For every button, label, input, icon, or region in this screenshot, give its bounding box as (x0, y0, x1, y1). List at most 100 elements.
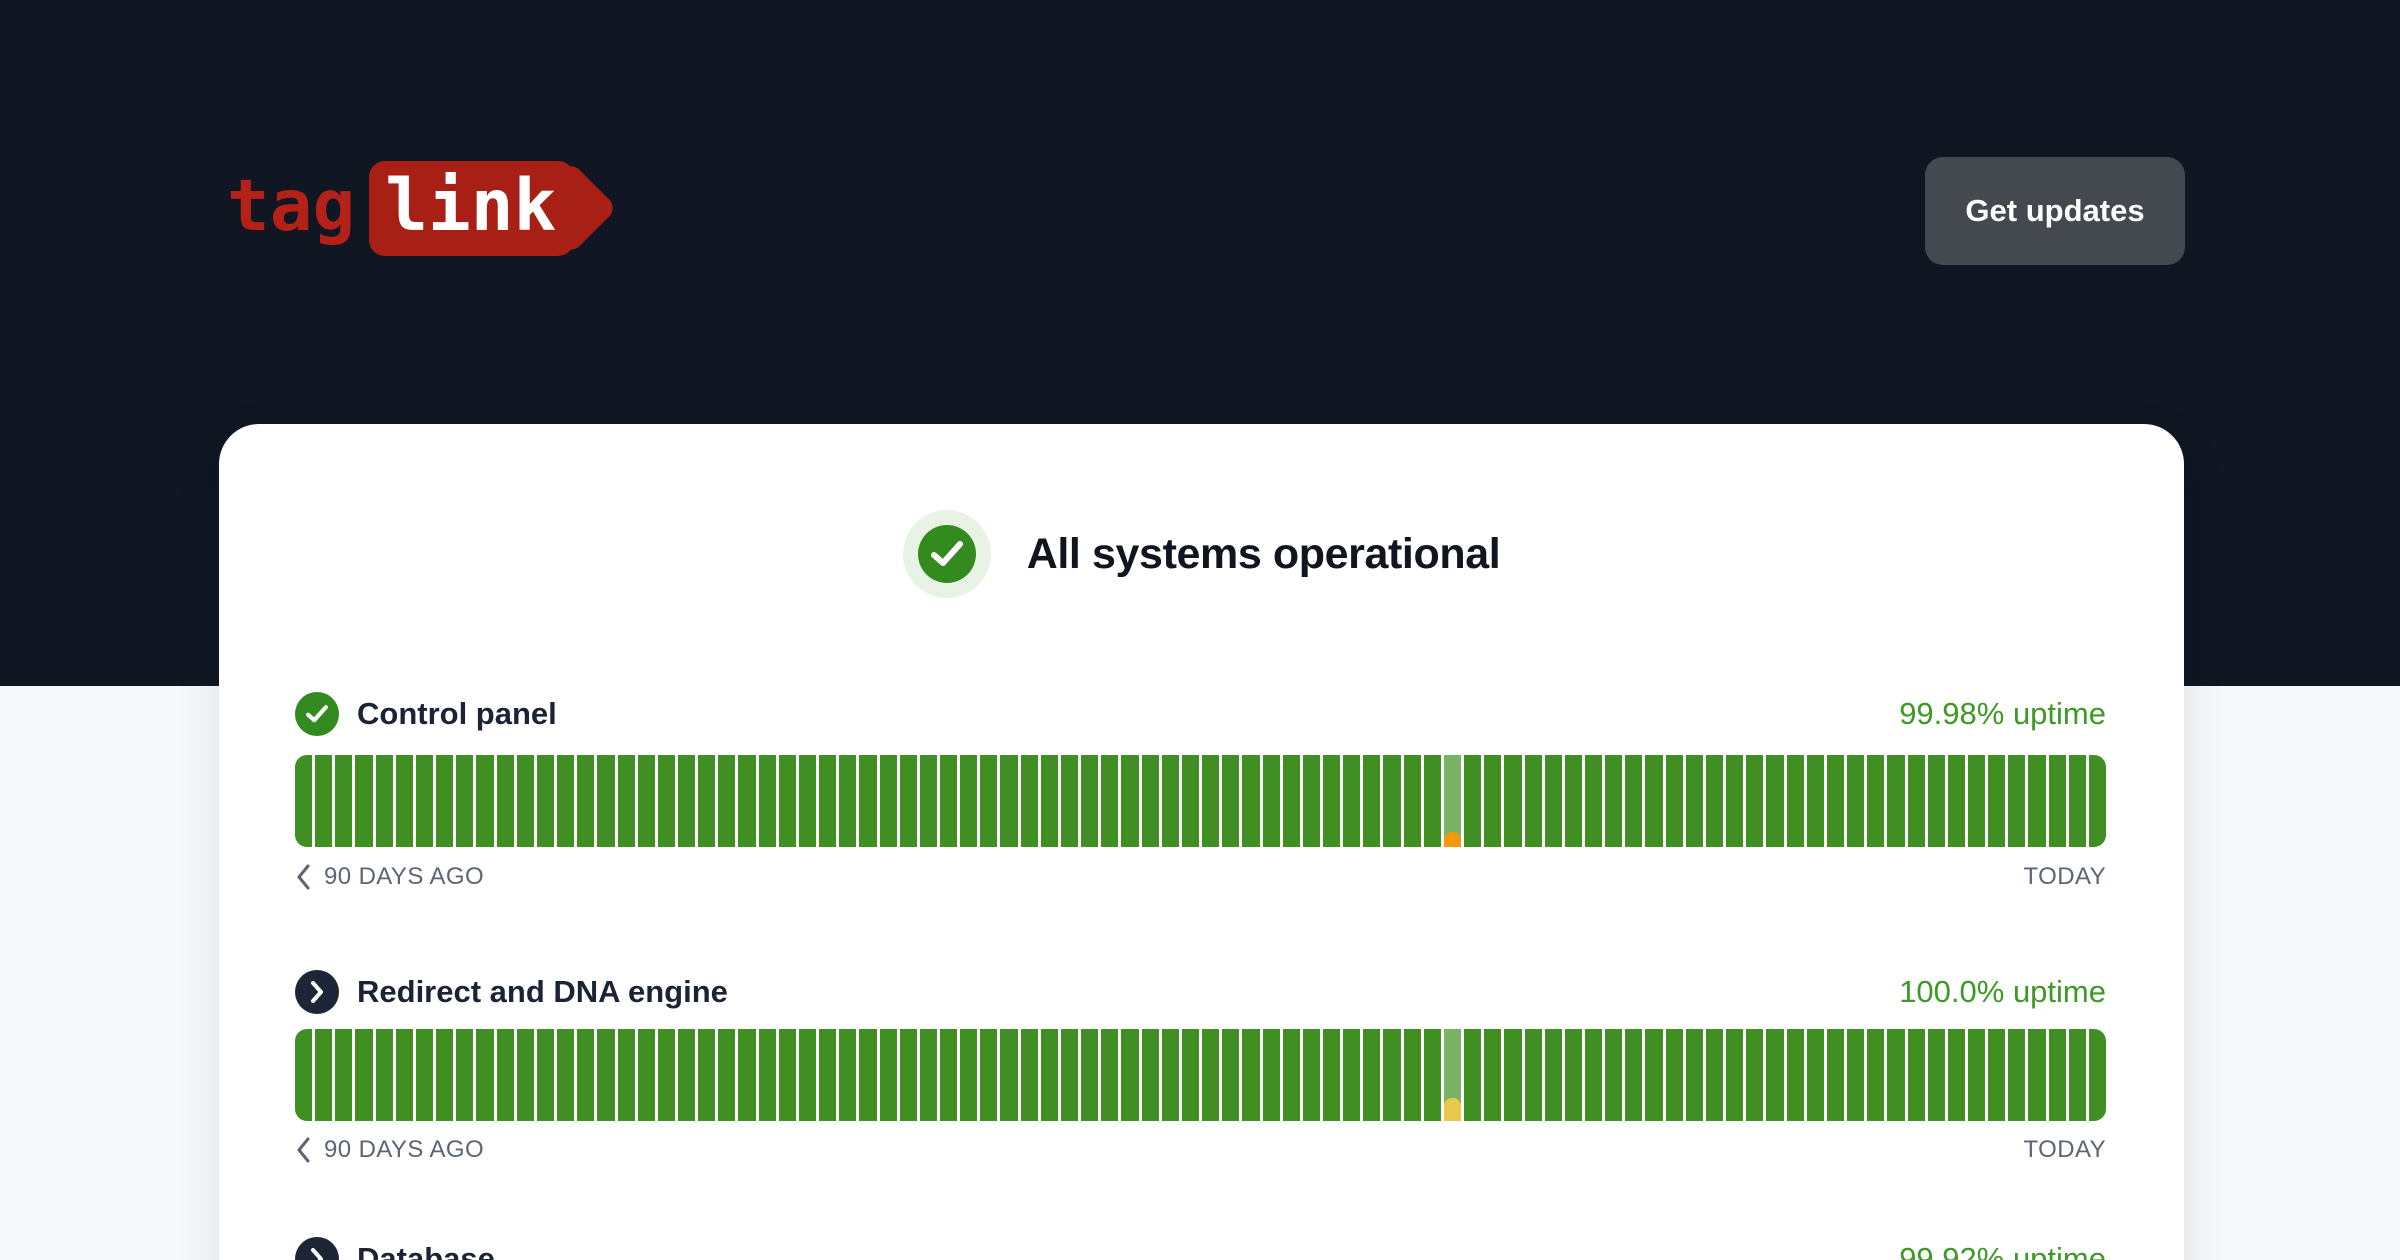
uptime-day-bar[interactable] (940, 1029, 958, 1121)
uptime-day-bar[interactable] (1907, 1029, 1925, 1121)
uptime-day-bar[interactable] (1262, 755, 1280, 847)
uptime-day-bar[interactable] (415, 1029, 434, 1121)
uptime-day-bar[interactable] (1847, 1029, 1865, 1121)
uptime-day-bar[interactable] (1484, 1029, 1502, 1121)
uptime-day-bar[interactable] (1524, 1029, 1542, 1121)
uptime-day-bar[interactable] (839, 1029, 857, 1121)
uptime-day-bar[interactable] (536, 755, 555, 847)
uptime-day-bar[interactable] (778, 1029, 796, 1121)
uptime-day-bar[interactable] (1867, 755, 1885, 847)
uptime-day-bar[interactable] (456, 755, 474, 847)
uptime-day-bar[interactable] (1222, 755, 1240, 847)
uptime-day-bar[interactable] (1060, 1029, 1079, 1121)
uptime-day-bar[interactable] (2048, 1029, 2066, 1121)
uptime-day-bar[interactable] (557, 1029, 575, 1121)
uptime-day-bar[interactable] (2068, 1029, 2086, 1121)
uptime-day-bar[interactable] (436, 755, 454, 847)
uptime-day-bar[interactable] (1322, 755, 1341, 847)
uptime-day-bar[interactable] (536, 1029, 555, 1121)
uptime-day-bar[interactable] (1927, 1029, 1945, 1121)
uptime-day-bar[interactable] (1927, 755, 1945, 847)
uptime-day-bar[interactable] (899, 1029, 917, 1121)
uptime-day-bar[interactable] (1806, 1029, 1824, 1121)
uptime-day-bar[interactable] (1403, 1029, 1421, 1121)
uptime-day-bar[interactable] (1685, 755, 1703, 847)
uptime-day-bar[interactable] (1202, 755, 1220, 847)
uptime-day-bar[interactable] (577, 1029, 595, 1121)
uptime-day-bar[interactable] (1343, 755, 1361, 847)
uptime-day-bar[interactable] (476, 1029, 494, 1121)
uptime-day-bar[interactable] (1988, 755, 2006, 847)
uptime-day-bar[interactable] (395, 755, 413, 847)
chevron-left-icon[interactable] (295, 863, 311, 891)
uptime-day-bar[interactable] (1181, 755, 1200, 847)
uptime-day-bar[interactable] (1242, 755, 1260, 847)
uptime-day-bar[interactable] (516, 755, 534, 847)
uptime-day-bar[interactable] (1161, 1029, 1179, 1121)
uptime-day-bar[interactable] (1544, 755, 1562, 847)
uptime-day-bar[interactable] (778, 755, 796, 847)
uptime-day-bar[interactable] (1040, 1029, 1058, 1121)
get-updates-button[interactable]: Get updates (1925, 157, 2185, 265)
uptime-day-bar[interactable] (1363, 755, 1381, 847)
uptime-day-bar[interactable] (819, 1029, 837, 1121)
uptime-history-bars[interactable] (295, 1029, 2106, 1121)
uptime-day-bar[interactable] (1343, 1029, 1361, 1121)
uptime-day-bar[interactable] (1504, 1029, 1522, 1121)
uptime-day-bar[interactable] (798, 1029, 817, 1121)
uptime-day-bar[interactable] (980, 755, 998, 847)
uptime-day-bar[interactable] (1766, 1029, 1784, 1121)
uptime-day-bar[interactable] (1383, 755, 1401, 847)
uptime-day-bar[interactable] (1847, 755, 1865, 847)
uptime-day-bar[interactable] (879, 755, 897, 847)
uptime-day-bar[interactable] (859, 755, 877, 847)
uptime-day-bar[interactable] (617, 755, 635, 847)
uptime-day-bar[interactable] (1967, 1029, 1986, 1121)
uptime-day-bar[interactable] (315, 755, 333, 847)
uptime-day-bar[interactable] (1081, 755, 1099, 847)
uptime-day-bar[interactable] (1947, 1029, 1965, 1121)
uptime-day-bar[interactable] (496, 1029, 514, 1121)
uptime-day-bar[interactable] (1504, 755, 1522, 847)
uptime-day-bar[interactable] (1302, 1029, 1320, 1121)
uptime-day-bar[interactable] (718, 755, 736, 847)
uptime-day-bar[interactable] (1766, 755, 1784, 847)
uptime-day-bar[interactable] (1705, 755, 1724, 847)
uptime-day-bar[interactable] (758, 755, 776, 847)
uptime-day-bar[interactable] (1705, 1029, 1724, 1121)
uptime-day-bar[interactable] (1665, 1029, 1683, 1121)
uptime-day-bar[interactable] (960, 1029, 978, 1121)
uptime-day-bar[interactable] (1060, 755, 1079, 847)
uptime-day-bar[interactable] (516, 1029, 534, 1121)
uptime-day-bar[interactable] (1282, 755, 1300, 847)
uptime-day-bar[interactable] (1887, 755, 1905, 847)
uptime-day-bar[interactable] (295, 1029, 313, 1121)
uptime-day-bar[interactable] (375, 1029, 393, 1121)
uptime-day-bar[interactable] (1484, 755, 1502, 847)
uptime-day-bar[interactable] (960, 755, 978, 847)
uptime-day-bar[interactable] (1826, 755, 1845, 847)
uptime-day-bar[interactable] (617, 1029, 635, 1121)
logo[interactable]: tag link (227, 152, 575, 264)
uptime-day-bar[interactable] (1040, 755, 1058, 847)
uptime-day-bar[interactable] (335, 755, 353, 847)
uptime-day-bar[interactable] (1806, 755, 1824, 847)
uptime-day-bar[interactable] (355, 755, 373, 847)
uptime-day-bar[interactable] (1081, 1029, 1099, 1121)
uptime-day-bar[interactable] (1585, 755, 1603, 847)
uptime-day-bar[interactable] (1746, 755, 1764, 847)
uptime-day-bar[interactable] (1121, 755, 1139, 847)
uptime-day-bar[interactable] (1423, 1029, 1441, 1121)
uptime-day-bar[interactable] (1403, 755, 1421, 847)
uptime-day-bar[interactable] (1887, 1029, 1905, 1121)
uptime-day-bar[interactable] (1423, 755, 1441, 847)
uptime-day-bar[interactable] (597, 755, 615, 847)
uptime-history-bars[interactable] (295, 755, 2106, 847)
uptime-day-bar[interactable] (1121, 1029, 1139, 1121)
uptime-day-bar[interactable] (1302, 755, 1320, 847)
uptime-day-bar[interactable] (698, 755, 716, 847)
uptime-day-bar[interactable] (738, 1029, 756, 1121)
uptime-day-bar[interactable] (1282, 1029, 1300, 1121)
uptime-day-bar[interactable] (1665, 755, 1683, 847)
uptime-day-bar[interactable] (315, 1029, 333, 1121)
